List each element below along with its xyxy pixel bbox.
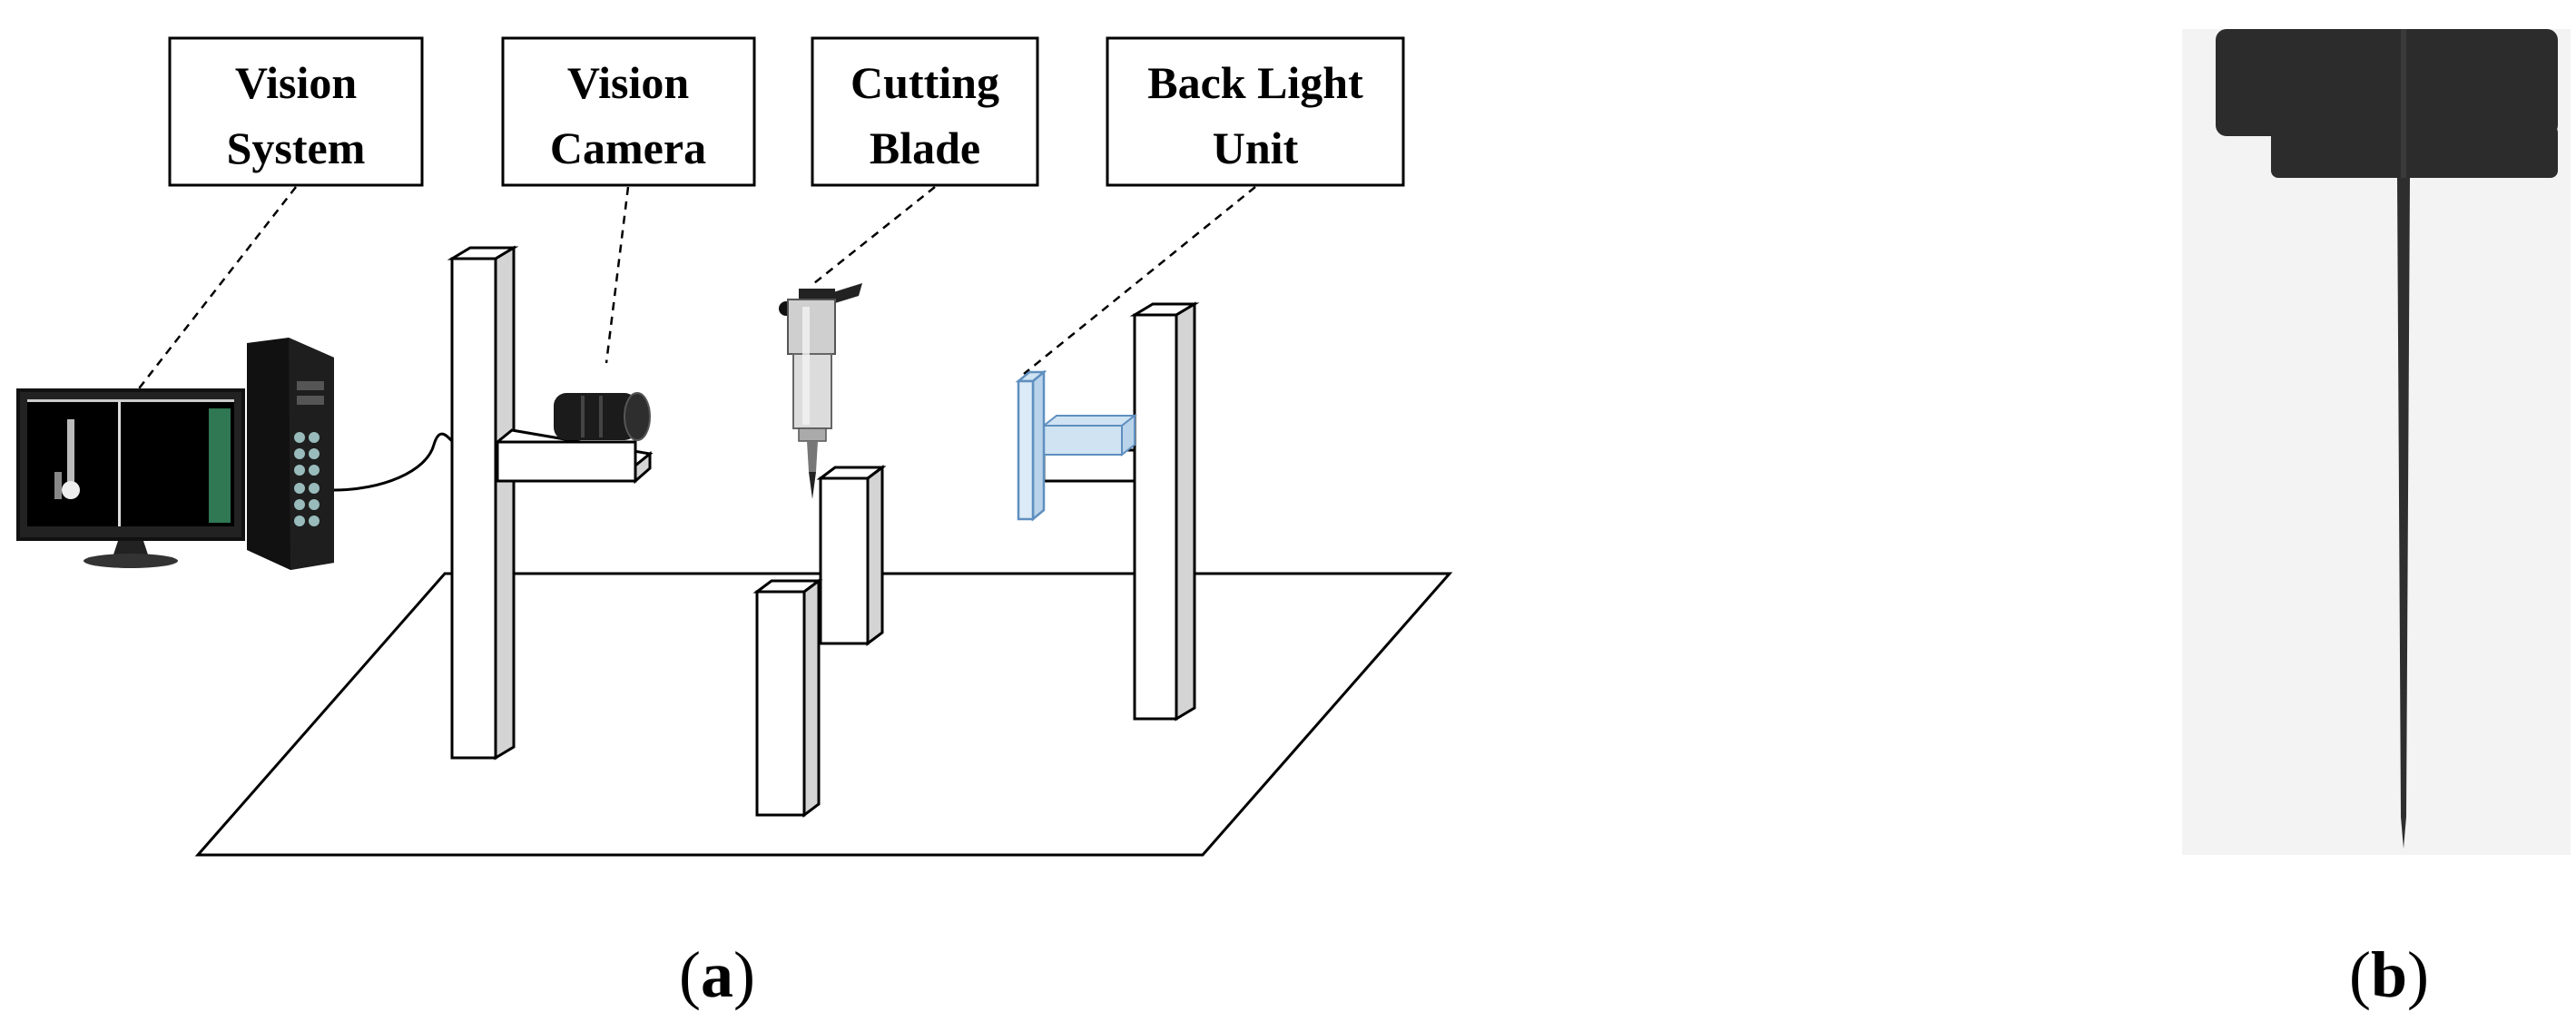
- leader-vision-camera: [605, 186, 630, 364]
- backlight-pillar: [1129, 301, 1200, 722]
- caption-a: (a): [679, 938, 755, 1011]
- camera-pillar: [447, 245, 519, 761]
- label-box-cutting-blade: Cutting Blade: [811, 36, 1039, 187]
- panel-b-blade-photo: (b): [2182, 29, 2571, 1011]
- back-light-unit: [1015, 369, 1047, 522]
- camera-arm: [494, 428, 654, 485]
- label-box-vision-system: Vision System: [168, 36, 424, 187]
- label-box-back-light-unit: Back Light Unit: [1106, 36, 1405, 187]
- cutting-blade-assembly: [779, 283, 862, 499]
- camera-cable: [333, 432, 454, 492]
- caption-b: (b): [2349, 938, 2429, 1011]
- label-cutting-blade-line2: Blade: [870, 123, 980, 173]
- label-cutting-blade-line1: Cutting: [850, 57, 999, 108]
- leader-lines: [135, 186, 1256, 393]
- cutting-pillar-back: [816, 465, 887, 646]
- label-vision-camera-line1: Vision: [567, 57, 689, 108]
- vision-camera-body: [554, 392, 651, 441]
- leader-back-light-unit: [1023, 186, 1256, 375]
- blade-holder-image: [2216, 29, 2558, 178]
- label-back-light-unit-line1: Back Light: [1147, 57, 1363, 108]
- panel-a-schematic: Vision System Vision Camera Cutting Blad…: [16, 36, 1453, 1011]
- label-back-light-unit-line2: Unit: [1213, 123, 1299, 173]
- label-box-vision-camera: Vision Camera: [501, 36, 756, 187]
- cutting-pillar-front: [752, 578, 823, 818]
- blade-needle-image: [2397, 178, 2410, 849]
- backlight-arm: [1041, 413, 1137, 483]
- label-vision-system-line2: System: [227, 123, 366, 173]
- computer-monitor: [16, 388, 245, 568]
- computer-tower: [247, 338, 334, 570]
- label-vision-camera-line2: Camera: [550, 123, 706, 173]
- label-vision-system-line1: Vision: [235, 57, 357, 108]
- leader-cutting-blade: [813, 186, 936, 284]
